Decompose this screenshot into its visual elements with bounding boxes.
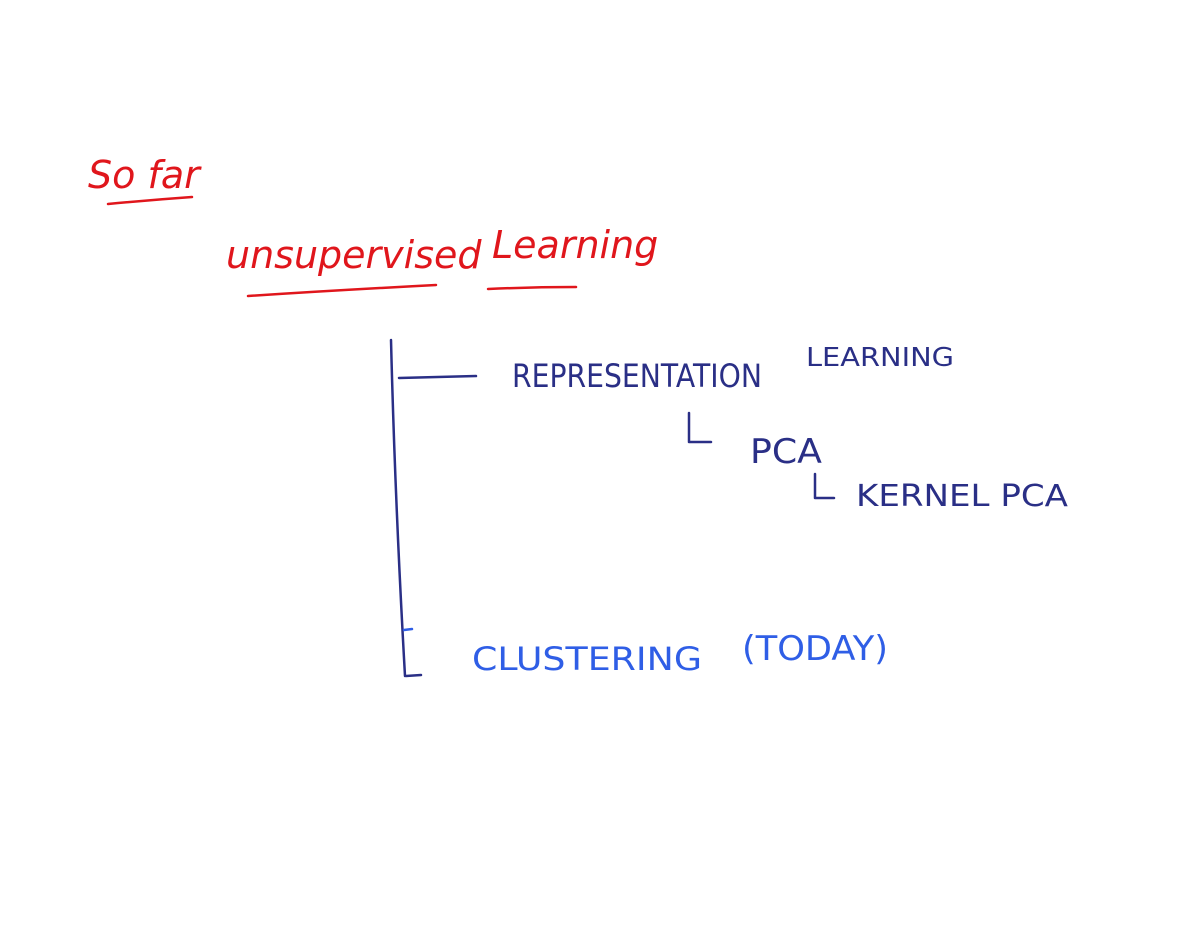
subbranch-pca-label: PCA: [750, 432, 822, 472]
branch-tick-clustering: [402, 627, 414, 632]
branch-clustering-note: (TODAY): [742, 629, 888, 669]
subbranch-connector-pca: [687, 411, 713, 444]
heading-underline: [106, 195, 194, 206]
branch-foot-clustering: [404, 673, 423, 678]
topic-underline-learning: [486, 285, 578, 291]
branch-learning-label: LEARNING: [806, 343, 954, 373]
branch-representation-label: REPRESENTATION: [512, 357, 762, 395]
tree-trunk-line: [389, 338, 407, 678]
branch-clustering-label: CLUSTERING: [472, 640, 702, 678]
topic-word-learning: Learning: [492, 223, 658, 267]
subbranch-kernel-pca-label: KERNEL PCA: [856, 479, 1069, 514]
topic-word-unsupervised: unsupervised: [226, 233, 482, 277]
branch-line-representation: [397, 374, 478, 380]
heading-so-far: So far: [88, 153, 202, 197]
topic-underline-unsupervised: [246, 283, 438, 298]
subbranch-connector-kernel-pca: [813, 472, 836, 500]
